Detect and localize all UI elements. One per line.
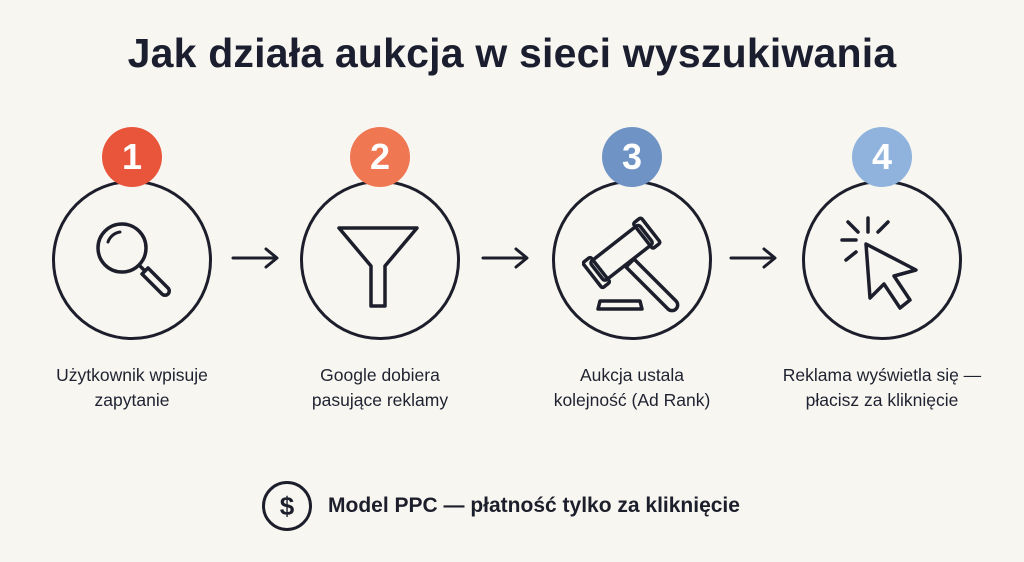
gavel-icon <box>582 216 680 313</box>
step-caption: Aukcja ustala kolejność (Ad Rank) <box>512 363 752 413</box>
arrow-right-icon <box>231 247 279 269</box>
cursor-click-icon <box>840 216 918 310</box>
step-caption-line-1: Aukcja ustala <box>579 365 685 385</box>
step-caption-line-2: płacisz za kliknięcie <box>805 390 959 410</box>
arrow-right-icon <box>729 247 777 269</box>
search-icon <box>96 222 171 297</box>
funnel-icon <box>337 226 419 308</box>
step-number-badge: 2 <box>350 127 410 187</box>
step-caption-line-1: Reklama wyświetla się — <box>782 365 982 385</box>
step-caption-line-1: Google dobiera <box>320 365 440 385</box>
footer-note: $ Model PPC — płatność tylko za kliknięc… <box>262 478 740 534</box>
footer-text: Model PPC — płatność tylko za kliknięcie <box>328 494 740 517</box>
step-caption: Reklama wyświetla się — płacisz za klikn… <box>762 363 1002 413</box>
step-number-badge: 4 <box>852 127 912 187</box>
step-caption-line-2: pasujące reklamy <box>311 390 449 410</box>
step-caption: Google dobiera pasujące reklamy <box>260 363 500 413</box>
arrow-right-icon <box>481 247 529 269</box>
step-caption: Użytkownik wpisuje zapytanie <box>12 363 252 413</box>
dollar-icon: $ <box>262 481 312 531</box>
step-caption-line-1: Użytkownik wpisuje <box>56 365 208 385</box>
page-title: Jak działa aukcja w sieci wyszukiwania <box>127 30 897 76</box>
step-number-badge: 1 <box>102 127 162 187</box>
step-caption-line-2: kolejność (Ad Rank) <box>553 390 711 410</box>
step-number-badge: 3 <box>602 127 662 187</box>
step-caption-line-2: zapytanie <box>94 390 170 410</box>
